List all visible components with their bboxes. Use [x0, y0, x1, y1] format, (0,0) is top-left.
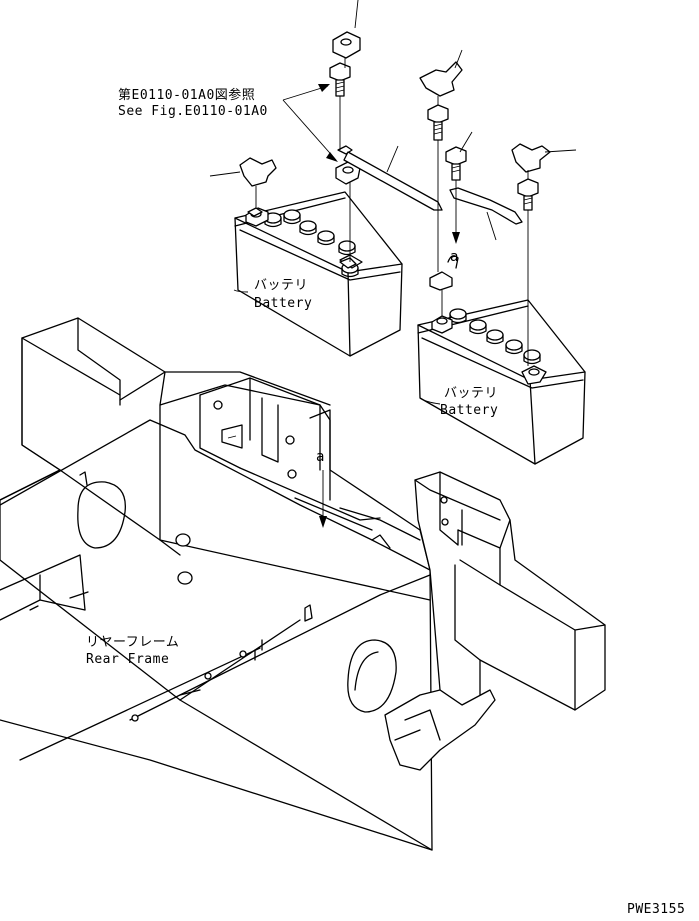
cable-route-arrow	[452, 232, 460, 244]
battery-right-label-jp: バッテリ	[444, 386, 499, 401]
fasteners	[239, 31, 551, 291]
battery-right-label-en: Battery	[440, 403, 499, 418]
frame-detail-arrow	[319, 516, 327, 528]
leader-lines	[209, 0, 577, 405]
frame-hole-left	[77, 481, 126, 549]
rear-frame-label-en: Rear Frame	[86, 652, 170, 667]
battery-right-caps	[449, 308, 541, 365]
rear-frame-label-jp: リヤーフレーム	[86, 635, 180, 650]
battery-right	[417, 299, 586, 465]
ref-label-en: See Fig.E0110-01A0	[118, 104, 268, 119]
assembly-lines	[255, 58, 529, 520]
frame-hole-right	[347, 639, 397, 713]
detail-marker-frame: a	[316, 449, 325, 465]
arrows	[318, 84, 460, 528]
ref-arrow-bolt	[318, 84, 330, 92]
rear-frame-left-rail	[0, 317, 433, 851]
rear-frame	[0, 317, 606, 851]
battery-left	[234, 191, 403, 357]
ref-arrow-clamp	[326, 152, 338, 162]
battery-cable-lower	[449, 187, 523, 225]
detail-marker-cable: a	[450, 249, 459, 265]
drawing-code: PWE3155	[627, 902, 686, 917]
rear-frame-hitch	[384, 689, 496, 771]
ref-label-jp: 第E0110-01A0図参照	[118, 88, 256, 103]
battery-left-label-jp: バッテリ	[254, 278, 309, 293]
battery-left-label-en: Battery	[254, 296, 313, 311]
battery-cable-upper	[343, 151, 443, 211]
